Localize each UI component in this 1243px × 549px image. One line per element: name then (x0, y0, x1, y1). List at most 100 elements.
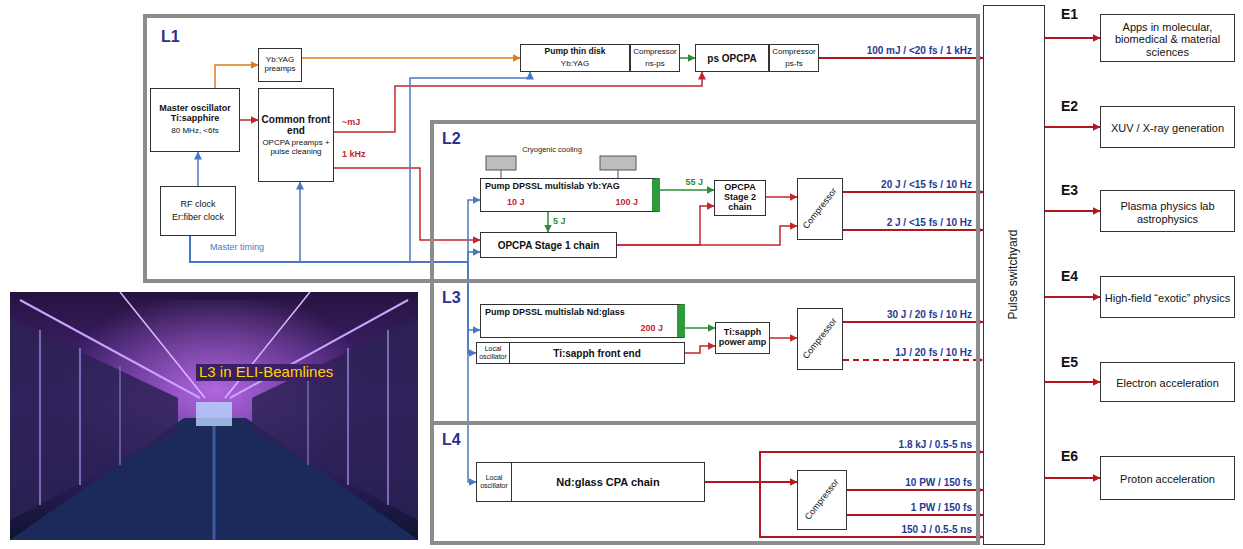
process-box: Common front endOPCPA preamps + pulse cl… (258, 88, 334, 182)
compressor-box: Compressor (797, 178, 843, 240)
box-label: Compressor (633, 48, 677, 57)
box-label: OPCPA preamps + pulse cleaning (261, 139, 331, 157)
experiment-number: E5 (1061, 355, 1078, 370)
beam-parameter-label: 10 PW / 150 fs (904, 477, 973, 488)
pump-laser-box: Pump DPSSL multislab Nd:glass 200 J (480, 304, 685, 338)
beam-parameter-label: 55 J (684, 178, 704, 188)
box-label: Local oscillator (479, 345, 507, 360)
beam-arrow (240, 119, 258, 121)
box-label: High-field “exotic” physics (1105, 292, 1230, 304)
experiment-box: E6Proton acceleration (1100, 456, 1235, 500)
box-label: Ti:sapph power amp (718, 328, 767, 348)
beam-parameter-label: 20 J / <15 fs / 10 Hz (880, 179, 973, 190)
process-box: ps OPCPA (695, 44, 769, 72)
beam-arrow (1045, 477, 1100, 479)
laser-beamline-region: L2Pump DPSSL multislab Yb:YAG10 J100 JOP… (430, 120, 980, 283)
box-label: Pump DPSSL multislab Yb:YAG (485, 182, 620, 192)
beam-arrow (660, 189, 714, 191)
experiment-number: E6 (1061, 449, 1078, 464)
box-label: Plasma physics lab astrophysics (1103, 200, 1232, 224)
box-label: 100 J (615, 198, 638, 208)
process-box: Nd:glass CPA chain (511, 462, 705, 502)
box-label: Compressor (803, 478, 841, 523)
box-label: Yb:YAG (561, 60, 589, 69)
region-title: L4 (442, 431, 461, 449)
box-label: Pulse switchyard (1007, 230, 1020, 320)
beam-arrow (1045, 126, 1100, 128)
beam-arrow (843, 191, 983, 193)
process-box: Compressorps-fs (769, 44, 819, 72)
box-label: Er:fiber clock (172, 213, 224, 223)
beam-parameter-label: 2 J / <15 fs / 10 Hz (886, 217, 973, 228)
beam-arrow (843, 359, 983, 361)
beam-arrow (680, 57, 695, 59)
process-box: RF clockEr:fiber clock (160, 186, 236, 236)
box-label: Nd:glass CPA chain (556, 476, 659, 488)
beam-arrow (1045, 381, 1100, 383)
beam-arrow (334, 168, 480, 240)
annotation-label: 1 kHz (342, 150, 366, 160)
annotation-label: L3 in ELI-Beamlines (196, 364, 336, 381)
box-label: Ti:sapph front end (553, 348, 641, 359)
box-label: Common front end (261, 114, 331, 136)
box-label: Apps in molecular, biomedical & material… (1103, 21, 1232, 57)
experiment-number: E2 (1061, 99, 1078, 114)
process-box: Local oscillator (476, 342, 510, 364)
experiment-number: E1 (1061, 7, 1078, 22)
process-box: Ti:sapph power amp (715, 322, 770, 354)
box-label: 10 J (507, 198, 525, 208)
beam-arrow (547, 212, 549, 232)
box-label: Pump DPSSL multislab Nd:glass (485, 308, 625, 318)
box-label: Electron acceleration (1116, 377, 1219, 389)
box-label: RF clock (180, 200, 215, 210)
box-label: 200 J (640, 324, 663, 334)
process-box: Pump thin diskYb:YAG (520, 44, 630, 72)
cryogenic-cooler (486, 156, 636, 178)
compressor-box: Compressor (797, 470, 847, 530)
process-box: Master oscillator Ti:sapphire80 MHz, <6f… (150, 88, 240, 152)
beam-arrow (847, 514, 983, 516)
beam-parameter-label: 5 J (552, 217, 567, 227)
beam-arrow (190, 236, 480, 262)
experiment-box: E3Plasma physics lab astrophysics (1100, 190, 1235, 232)
box-label: Yb:YAG preamps (261, 56, 299, 74)
beam-parameter-label: 1.8 kJ / 0.5-5 ns (898, 439, 973, 450)
box-label: XUV / X-ray generation (1111, 122, 1224, 134)
process-box: Yb:YAG preamps (258, 48, 302, 82)
experiment-box: E4High-field “exotic” physics (1100, 276, 1235, 318)
box-label: Compressor (801, 317, 839, 362)
annotation-label: ~mJ (342, 118, 360, 128)
beam-arrow (1045, 37, 1100, 39)
process-box: Compressorns-ps (630, 44, 680, 72)
box-label: Pump thin disk (545, 47, 606, 56)
beam-parameter-label: 150 J / 0.5-5 ns (900, 524, 973, 535)
experiment-number: E3 (1061, 183, 1078, 198)
beam-arrow (685, 346, 715, 353)
process-box: OPCPA Stage 1 chain (480, 232, 617, 258)
process-box: Local oscillator (476, 462, 512, 502)
experiment-box: E5Electron acceleration (1100, 362, 1235, 402)
box-label: OPCPA Stage 1 chain (498, 240, 600, 251)
annotation-label: Master timing (210, 243, 264, 253)
experiment-box: E1Apps in molecular, biomedical & materi… (1100, 14, 1235, 62)
annotation-label: Cryogenic cooling (520, 146, 584, 154)
box-label: Master oscillator Ti:sapphire (153, 104, 237, 124)
beam-arrow (766, 196, 797, 198)
switchyard-box: Pulse switchyard (983, 5, 1045, 545)
box-label: ps OPCPA (707, 53, 756, 64)
box-label: Local oscillator (479, 474, 509, 489)
experiment-box: E2XUV / X-ray generation (1100, 106, 1235, 148)
box-label: ps-fs (785, 60, 802, 69)
beam-arrow (190, 72, 530, 262)
beam-parameter-label: 1J / 20 fs / 10 Hz (894, 347, 973, 358)
beam-arrow (843, 321, 983, 323)
beam-arrow (617, 226, 797, 245)
beam-arrow (770, 337, 797, 339)
process-box: OPCPA Stage 2 chain (714, 180, 766, 216)
process-box: Ti:sapph front end (509, 342, 685, 364)
beam-arrow (1045, 210, 1100, 212)
pump-laser-box: Pump DPSSL multislab Yb:YAG 10 J 100 J (480, 178, 660, 212)
beam-arrow (819, 57, 983, 59)
region-title: L3 (442, 289, 461, 307)
box-label: Proton acceleration (1120, 473, 1215, 485)
